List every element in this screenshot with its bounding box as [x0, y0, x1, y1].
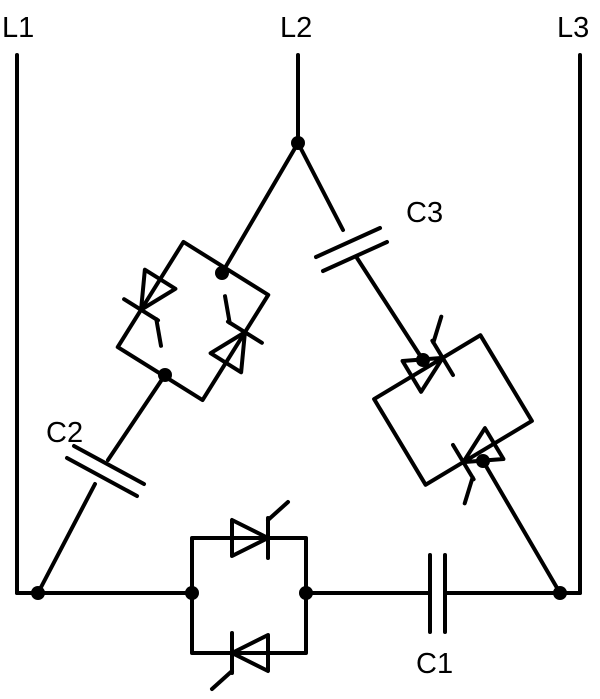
label-l1: L1 — [2, 12, 34, 44]
node-bottom-right — [299, 586, 313, 600]
capacitor-c3 — [314, 226, 389, 273]
capacitor-c2 — [65, 444, 146, 498]
thyristor-pair-right — [372, 314, 534, 506]
node-bottom-left — [185, 586, 199, 600]
wire-right-mid — [355, 256, 425, 362]
thyristor-pair-bottom — [190, 500, 308, 691]
label-c3: C3 — [406, 197, 443, 229]
node-left-upper — [215, 266, 229, 280]
capacitor-c1 — [428, 553, 447, 634]
label-c1: C1 — [416, 648, 453, 680]
label-c2: C2 — [46, 417, 83, 449]
label-l2: L2 — [280, 12, 312, 44]
wire-left-lower — [36, 482, 97, 595]
wire-right-upper — [296, 141, 345, 232]
label-l3: L3 — [557, 12, 589, 44]
node-l3 — [553, 586, 567, 600]
node-left-lower — [158, 368, 172, 382]
wire-right-lower — [481, 459, 562, 595]
node-right-lower — [476, 454, 490, 468]
thyristor-pair-left — [111, 239, 275, 403]
node-right-upper — [416, 353, 430, 367]
wire-left-upper — [220, 141, 300, 275]
node-l1 — [31, 586, 45, 600]
wire-left-mid — [106, 373, 167, 462]
node-l2 — [291, 136, 305, 150]
